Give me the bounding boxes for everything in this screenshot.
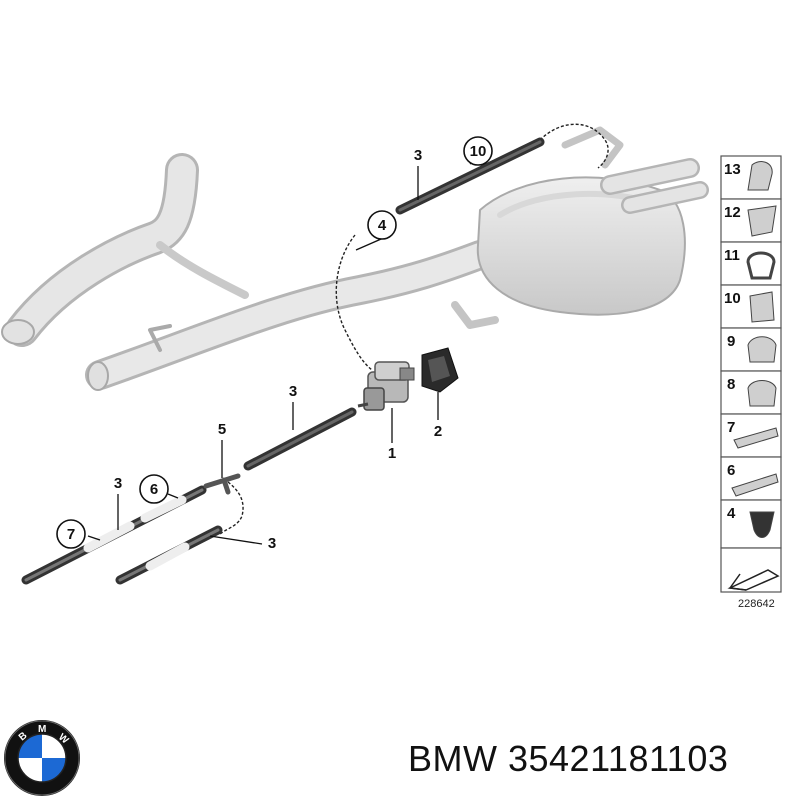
logo-letter-m: M <box>38 724 46 735</box>
callout-circle-7 <box>56 519 86 549</box>
t-connector <box>203 473 241 495</box>
vacuum-lines <box>219 123 609 535</box>
side-panel: 13 12 11 10 9 8 7 6 4 228642 <box>720 155 782 610</box>
side-item-11: 11 <box>724 247 740 264</box>
callout-3-left: 3 <box>114 475 122 492</box>
callout-7: 7 <box>67 526 75 543</box>
side-item-12: 12 <box>724 204 741 221</box>
side-item-13: 13 <box>724 161 741 178</box>
side-item-4: 4 <box>727 505 736 522</box>
bmw-logo: B M W <box>4 720 80 796</box>
exhaust-system <box>1 126 709 391</box>
side-item-9: 9 <box>727 333 735 350</box>
part-number: BMW 35421181103 <box>408 738 729 779</box>
callout-3-middle: 3 <box>289 383 297 400</box>
side-item-10: 10 <box>724 290 741 307</box>
callout-6: 6 <box>150 481 158 498</box>
callout-circle-4 <box>367 210 397 240</box>
hoses <box>21 137 545 585</box>
side-item-6: 6 <box>727 462 735 479</box>
callout-4: 4 <box>378 217 387 234</box>
callout-circles <box>56 136 493 549</box>
diagram-code: 228642 <box>738 598 775 610</box>
valve-bracket <box>421 347 459 393</box>
callout-3-lower: 3 <box>268 535 276 552</box>
callout-1: 1 <box>388 445 396 462</box>
callout-circle-10 <box>463 136 493 166</box>
side-item-8: 8 <box>727 376 735 393</box>
callout-labels: 3 10 4 2 1 3 5 3 6 7 3 <box>67 143 487 552</box>
side-item-7: 7 <box>727 419 735 436</box>
callout-5: 5 <box>218 421 226 438</box>
callout-circle-6 <box>139 474 169 504</box>
callout-10: 10 <box>470 143 487 160</box>
vacuum-valve <box>357 361 415 411</box>
callout-3-top: 3 <box>414 147 422 164</box>
callout-2: 2 <box>434 423 442 440</box>
